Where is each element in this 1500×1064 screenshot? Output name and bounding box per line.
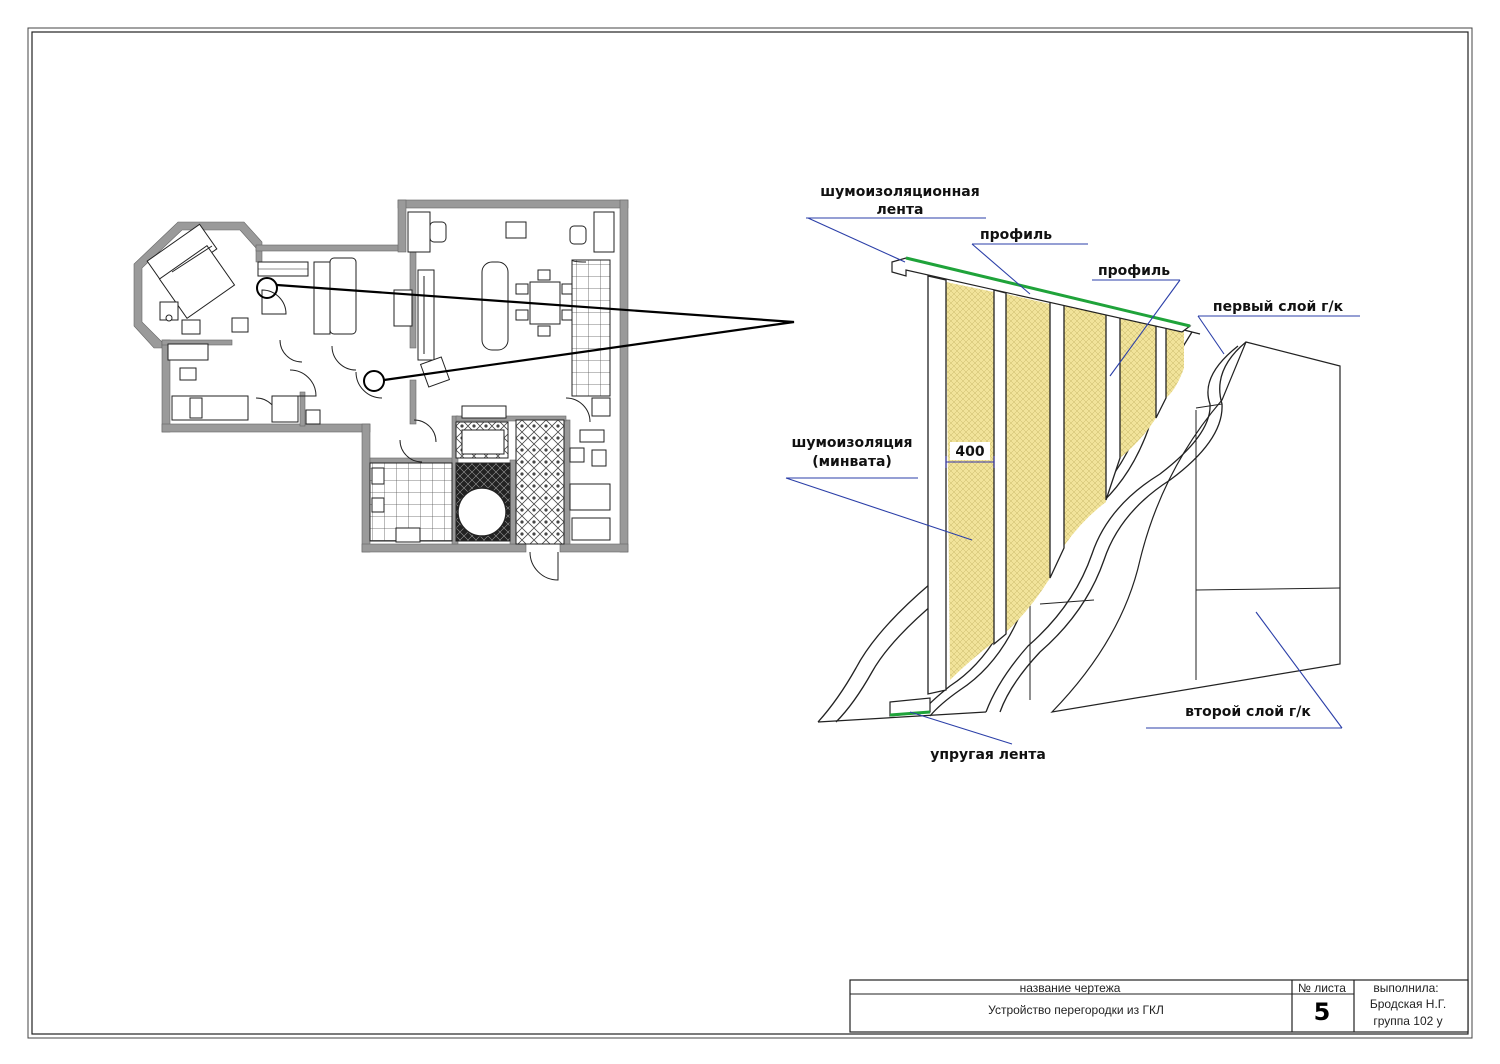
title-block: название чертежа № листа выполнила: Устр… — [849, 979, 1469, 1033]
label-profile-2: профиль — [1098, 263, 1170, 279]
label-profile-1: профиль — [980, 227, 1052, 243]
label-elastic-tape: упругая лента — [930, 747, 1046, 763]
title-sheet-number: 5 — [1314, 998, 1331, 1026]
title-author-name: Бродская Н.Г. — [1370, 997, 1446, 1011]
title-header-drawing-name: название чертежа — [1020, 981, 1121, 995]
title-header-sheet-no: № листа — [1298, 981, 1346, 995]
label-first-layer: первый слой г/к — [1213, 299, 1344, 315]
partition-diagram: шумоизоляционная лента профиль профиль п… — [785, 184, 1360, 763]
title-author-group: группа 102 у — [1373, 1014, 1442, 1028]
inner-frame — [31, 31, 1469, 1035]
outer-frame — [27, 27, 1473, 1039]
callout-leader — [276, 283, 795, 382]
label-spacing: 400 — [955, 444, 984, 460]
label-insulation-2: (минвата) — [812, 454, 892, 470]
label-insulation-1: шумоизоляция — [791, 435, 912, 451]
title-drawing-name: Устройство перегородки из ГКЛ — [988, 1003, 1164, 1017]
callout-circle-2 — [363, 370, 385, 392]
elastic-tape-bottom — [889, 710, 931, 717]
label-noise-tape-1: шумоизоляционная — [820, 184, 979, 200]
label-second-layer: второй слой г/к — [1185, 704, 1311, 720]
label-noise-tape-2: лента — [877, 202, 924, 218]
callout-circle-1 — [256, 277, 278, 299]
noise-tape-top — [905, 256, 1191, 328]
floor-plan — [133, 199, 795, 581]
title-header-author: выполнила: — [1373, 981, 1438, 995]
